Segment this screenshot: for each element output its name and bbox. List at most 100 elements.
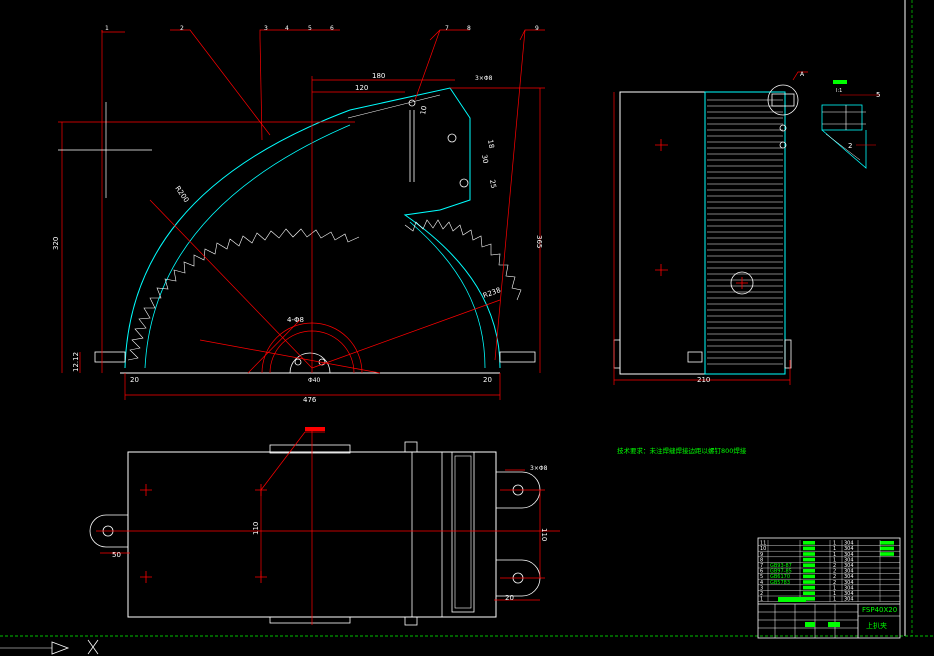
svg-text:365: 365	[535, 235, 543, 248]
parts-cell-mat: 304	[844, 557, 854, 563]
parts-cell-qty: 2	[833, 569, 836, 575]
parts-cell-mat: 304	[844, 591, 854, 597]
parts-note-block	[880, 541, 894, 545]
parts-cell-no: 10	[760, 546, 766, 552]
svg-text:Φ40: Φ40	[308, 377, 321, 384]
side-view-dimensions	[613, 71, 808, 385]
parts-cell-no: 1	[760, 597, 763, 603]
parts-cell-no: 8	[760, 557, 763, 563]
parts-name-block	[803, 574, 815, 579]
parts-cell-code: GB93-87	[770, 563, 792, 569]
svg-text:1: 1	[105, 25, 109, 32]
drawing-model-number: FSP40X20	[862, 606, 897, 614]
parts-cell-qty: 1	[833, 546, 836, 552]
svg-text:180: 180	[372, 72, 385, 80]
parts-cell-code: GB6170	[770, 574, 790, 580]
svg-text:12.12: 12.12	[72, 352, 80, 372]
svg-text:2: 2	[180, 25, 184, 32]
svg-text:4-Φ8: 4-Φ8	[287, 316, 304, 324]
parts-name-block	[803, 552, 815, 556]
parts-cell-mat: 304	[844, 563, 854, 569]
parts-cell-mat: 304	[844, 569, 854, 575]
svg-text:R200: R200	[173, 185, 190, 205]
parts-cell-no: 2	[760, 591, 763, 597]
parts-note-block	[880, 552, 894, 556]
parts-name-block	[803, 585, 815, 590]
parts-cell-mat: 304	[844, 546, 854, 552]
ucs-arrow-icon	[51, 641, 70, 655]
technical-requirements-note: 技术要求：未注焊缝焊接边距以螺钉800焊接	[617, 446, 747, 455]
parts-cell-mat: 304	[844, 585, 854, 591]
svg-text:2: 2	[848, 142, 852, 150]
svg-text:120: 120	[355, 84, 368, 92]
parts-name-block	[803, 546, 815, 551]
svg-text:5: 5	[308, 25, 312, 32]
parts-cell-qty: 1	[833, 541, 836, 547]
parts-cell-no: 5	[760, 574, 763, 580]
parts-cell-qty: 1	[833, 591, 836, 597]
detail-view: I:1 2 5	[821, 80, 880, 169]
top-dim-20: 20	[505, 594, 514, 602]
parts-name-block	[803, 597, 815, 601]
top-hole-note: 3×Φ8	[530, 465, 548, 472]
parts-cell-qty: 2	[833, 580, 836, 586]
svg-text:25: 25	[488, 179, 497, 189]
drawing-part-name: 上扒夹	[866, 621, 887, 630]
parts-name-block	[803, 541, 815, 545]
parts-name-block	[803, 557, 815, 562]
parts-cell-no: 6	[760, 569, 763, 575]
svg-text:R238: R238	[482, 286, 502, 300]
svg-text:5: 5	[876, 91, 880, 99]
parts-cell-mat: 304	[844, 580, 854, 586]
svg-text:7: 7	[445, 25, 449, 32]
ucs-x-icon	[87, 639, 99, 655]
detail-callout-label: A	[800, 71, 805, 78]
svg-text:30: 30	[480, 154, 489, 164]
front-view-dim-labels: 180 120 320 365 476 20 20 12.12 R200 R23…	[52, 25, 543, 404]
parts-cell-qty: 1	[833, 597, 836, 603]
parts-cell-mat: 304	[844, 552, 854, 558]
parts-cell-qty: 1	[833, 585, 836, 591]
parts-cell-mat: 304	[844, 574, 854, 580]
top-view	[89, 441, 541, 626]
top-dim-110-left: 110	[252, 522, 260, 535]
side-view	[613, 84, 799, 375]
parts-cell-code: GB97-85	[770, 569, 792, 575]
svg-text:476: 476	[303, 396, 317, 404]
parts-cell-qty: 2	[833, 563, 836, 569]
front-view-dimensions	[58, 29, 545, 400]
svg-text:10: 10	[419, 105, 428, 115]
svg-text:20: 20	[130, 376, 139, 384]
svg-text:I:1: I:1	[836, 88, 842, 94]
svg-text:18: 18	[486, 139, 495, 149]
parts-cell-no: 4	[760, 580, 763, 586]
svg-text:8: 8	[467, 25, 471, 32]
svg-text:3: 3	[264, 25, 268, 32]
svg-text:9: 9	[535, 25, 539, 32]
svg-text:3×Φ8: 3×Φ8	[475, 75, 493, 82]
parts-note-block	[880, 546, 894, 551]
parts-name-block	[803, 563, 815, 567]
parts-cell-no: 9	[760, 552, 763, 558]
top-dim-110-right: 110	[540, 528, 548, 541]
parts-cell-mat: 304	[844, 541, 854, 547]
front-view	[94, 87, 536, 374]
parts-cell-qty: 1	[833, 557, 836, 563]
parts-name-block	[803, 580, 815, 584]
parts-name-block	[803, 569, 815, 573]
parts-cell-no: 7	[760, 563, 763, 569]
parts-cell-no: 11	[760, 541, 766, 547]
svg-text:320: 320	[52, 237, 60, 250]
parts-cell-no: 3	[760, 585, 763, 591]
svg-text:4: 4	[285, 25, 289, 32]
parts-cell-qty: 1	[833, 552, 836, 558]
top-dim-50: 50	[112, 551, 121, 559]
parts-cell-qty: 2	[833, 574, 836, 580]
side-width-label: 210	[697, 376, 710, 384]
svg-text:6: 6	[330, 25, 334, 32]
top-view-dimensions	[96, 430, 560, 625]
